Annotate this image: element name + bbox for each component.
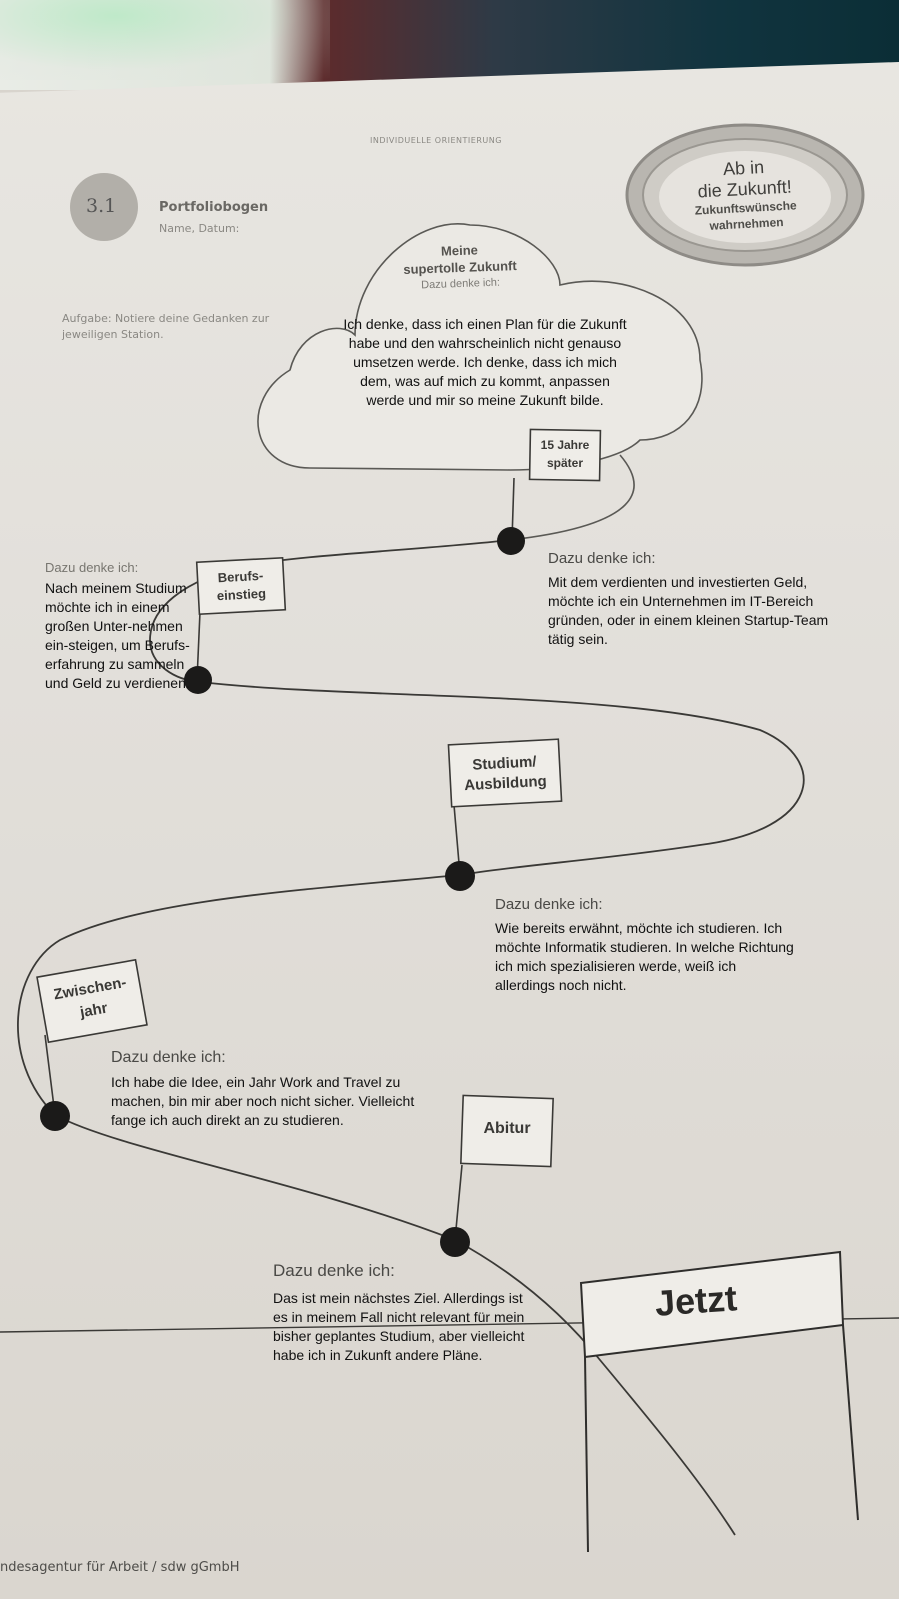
flag-label-studium: Studium/ Ausbildung bbox=[463, 753, 548, 795]
note-15-jahre: Dazu denke ich: Mit dem verdienten und i… bbox=[548, 550, 838, 649]
note-studium: Dazu denke ich: Wie bereits erwähnt, möc… bbox=[495, 896, 795, 995]
note-answer: Mit dem verdienten und investierten Geld… bbox=[548, 574, 829, 647]
jetzt-sign bbox=[579, 1250, 859, 1553]
note-prompt: Dazu denke ich: bbox=[548, 550, 656, 567]
note-answer: Ich habe die Idee, ein Jahr Work and Tra… bbox=[111, 1074, 415, 1128]
cloud-answer: Ich denke, dass ich einen Plan für die Z… bbox=[343, 316, 627, 408]
section-number-circle bbox=[70, 173, 138, 241]
station-dot-studium bbox=[445, 861, 475, 891]
flag-15-jahre bbox=[528, 428, 602, 482]
road-segment-1 bbox=[199, 681, 805, 876]
flag-zwischenjahr bbox=[36, 958, 148, 1044]
station-dot-zwischenjahr bbox=[40, 1101, 70, 1131]
road-segment-3 bbox=[54, 1114, 736, 1536]
badge: Ab in die Zukunft! Zukunftswünsche wahrn… bbox=[653, 153, 837, 236]
section-label: INDIVIDUELLE ORIENTIERUNG bbox=[370, 136, 502, 145]
note-zwischenjahr: Dazu denke ich: Ich habe die Idee, ein J… bbox=[111, 1049, 431, 1130]
footer-credit: ndesagentur für Arbeit / sdw gGmbH bbox=[0, 1560, 240, 1575]
station-dot-abitur bbox=[440, 1227, 470, 1257]
task-instruction: Aufgabe: Notiere deine Gedanken zur jewe… bbox=[62, 312, 270, 341]
page-title: Portfoliobogen bbox=[159, 200, 269, 215]
note-abitur: Dazu denke ich: Das ist mein nächstes Zi… bbox=[273, 1261, 528, 1365]
flag-label-berufseinstieg: Berufs- einstieg bbox=[216, 567, 267, 604]
note-answer: Nach meinem Studium möchte ich in einem … bbox=[45, 580, 190, 691]
station-dot-berufseinstieg bbox=[184, 666, 212, 694]
road-segment-2 bbox=[17, 874, 461, 1116]
jetzt-label: Jetzt bbox=[653, 1277, 739, 1324]
note-answer: Wie bereits erwähnt, möchte ich studiere… bbox=[495, 920, 794, 993]
cloud-heading: Meine supertolle Zukunft Dazu denke ich: bbox=[369, 239, 551, 295]
future-cloud bbox=[257, 223, 703, 471]
note-prompt: Dazu denke ich: bbox=[45, 560, 139, 575]
note-answer: Das ist mein nächstes Ziel. Allerdings i… bbox=[273, 1290, 525, 1363]
note-prompt: Dazu denke ich: bbox=[495, 896, 603, 913]
note-berufseinstieg: Dazu denke ich: Nach meinem Studium möch… bbox=[45, 560, 200, 693]
note-prompt: Dazu denke ich: bbox=[111, 1049, 226, 1066]
name-date-label: Name, Datum: bbox=[159, 222, 240, 235]
section-number: 3.1 bbox=[86, 195, 117, 217]
photo-light-glare bbox=[0, 0, 330, 80]
badge-scribble-shape bbox=[625, 123, 865, 267]
flag-studium bbox=[447, 738, 563, 808]
flag-label-abitur: Abitur bbox=[483, 1120, 531, 1137]
flag-abitur bbox=[460, 1094, 554, 1168]
flag-berufseinstieg bbox=[195, 556, 287, 616]
station-dot-15-jahre bbox=[497, 527, 525, 555]
note-prompt: Dazu denke ich: bbox=[273, 1261, 395, 1280]
flag-label-15-jahre: 15 Jahre später bbox=[540, 438, 590, 470]
